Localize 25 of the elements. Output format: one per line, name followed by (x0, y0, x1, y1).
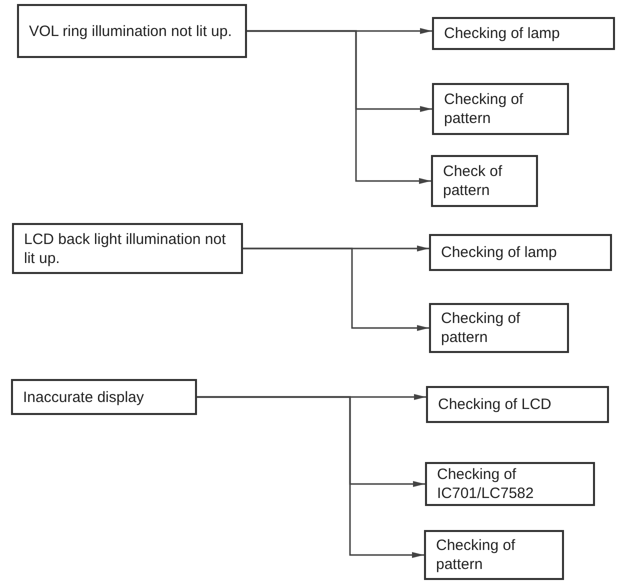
process-box (426, 386, 609, 423)
box-label: Checking of pattern (441, 309, 522, 347)
process-box (11, 379, 197, 415)
box-label: Checking of lamp (444, 24, 560, 43)
box-label: Inaccurate display (23, 388, 144, 406)
process-box (17, 4, 247, 58)
process-box (425, 462, 595, 506)
box-label: Checking of lamp (441, 243, 557, 262)
box-label: Checking of LCD (438, 395, 552, 414)
box-label: Checking of IC701/LC7582 (437, 465, 535, 503)
arrow (243, 248, 429, 331)
box-label: LCD back light illumination not lit up. (24, 230, 227, 268)
process-box (12, 223, 243, 274)
box-label: Checking of pattern (444, 90, 524, 128)
box-label: VOL ring illumination not lit up. (29, 22, 232, 40)
box-label: Checking of pattern (436, 536, 516, 574)
process-box (429, 303, 569, 353)
process-box (424, 530, 564, 580)
process-box (432, 17, 615, 50)
process-box (432, 83, 569, 135)
box-label: Check of pattern (443, 162, 504, 200)
arrow (197, 396, 424, 558)
arrow (247, 30, 431, 184)
process-box (429, 234, 612, 271)
process-box (431, 155, 538, 207)
